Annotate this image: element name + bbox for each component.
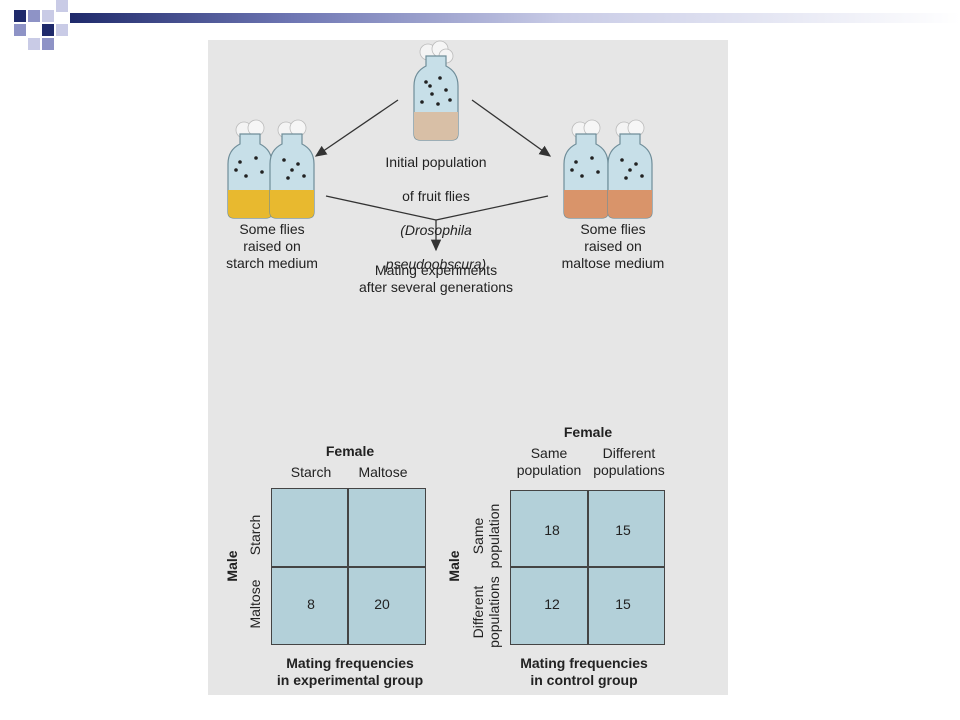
exp-cell-maltose-starch: 8 bbox=[307, 596, 315, 612]
line-from-maltose bbox=[435, 195, 549, 221]
decor-square bbox=[56, 24, 68, 36]
title-bar-gradient bbox=[70, 13, 960, 23]
exp-col-header-maltose: Maltose bbox=[358, 464, 408, 480]
decor-square bbox=[28, 10, 40, 22]
ctrl-col-header-same: Same population bbox=[516, 445, 582, 478]
decor-square bbox=[42, 38, 54, 50]
mating-experiments-label: Mating experiments after several generat… bbox=[358, 262, 514, 295]
ctrl-cell-different-same: 12 bbox=[544, 596, 560, 612]
initial-label-line1: Initial population bbox=[385, 154, 487, 170]
arrow-to-starch bbox=[314, 99, 399, 157]
arrow-to-maltose bbox=[471, 99, 552, 157]
decor-square bbox=[28, 38, 40, 50]
decor-square bbox=[42, 24, 54, 36]
exp-row-header-maltose: Maltose bbox=[247, 579, 263, 629]
decor-square bbox=[14, 24, 26, 36]
flow-arrows bbox=[314, 99, 552, 252]
ctrl-cell-same-same: 18 bbox=[544, 522, 560, 538]
ctrl-male-title: Male bbox=[446, 550, 462, 582]
ctrl-grid-divider-h bbox=[510, 566, 665, 568]
initial-medium bbox=[414, 112, 458, 140]
decor-square bbox=[14, 10, 26, 22]
initial-population-label: Initial population of fruit flies (Droso… bbox=[356, 137, 516, 290]
exp-col-header-starch: Starch bbox=[290, 464, 332, 480]
ctrl-cell-same-different: 15 bbox=[615, 522, 631, 538]
exp-caption: Mating frequencies in experimental group bbox=[276, 655, 424, 688]
maltose-bottles bbox=[563, 119, 653, 219]
exp-female-title: Female bbox=[325, 443, 375, 459]
exp-cell-maltose-maltose: 20 bbox=[374, 596, 390, 612]
flies bbox=[420, 76, 452, 106]
ctrl-caption: Mating frequencies in control group bbox=[520, 655, 648, 688]
line-from-starch bbox=[325, 195, 437, 221]
decor-square bbox=[42, 10, 54, 22]
maltose-label: Some flies raised on maltose medium bbox=[561, 221, 665, 271]
initial-population-bottle bbox=[413, 40, 459, 141]
ctrl-cell-different-different: 15 bbox=[615, 596, 631, 612]
ctrl-grid-divider-v bbox=[587, 490, 589, 645]
starch-bottles bbox=[227, 119, 315, 219]
ctrl-col-header-different: Different populations bbox=[593, 445, 665, 478]
ctrl-female-title: Female bbox=[563, 424, 613, 440]
species-line2: pseudoobscura) bbox=[385, 256, 487, 272]
starch-label: Some flies raised on starch medium bbox=[226, 221, 318, 271]
initial-label-line2: of fruit flies bbox=[402, 188, 470, 204]
exp-male-title: Male bbox=[224, 550, 240, 582]
exp-grid-divider-h bbox=[271, 566, 426, 568]
exp-row-header-starch: Starch bbox=[247, 514, 263, 556]
decor-square bbox=[56, 0, 68, 12]
species-line1: (Drosophila bbox=[400, 222, 472, 238]
ctrl-row-header-different: Different populations bbox=[470, 576, 502, 648]
